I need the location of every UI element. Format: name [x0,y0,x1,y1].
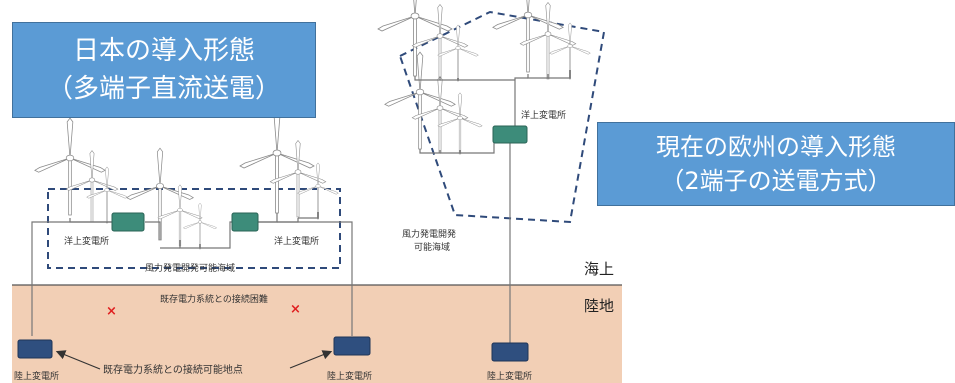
offshore-substation-icon [492,125,528,144]
callout-title: 日本の導入形態 [72,36,255,66]
wind-turbine-icon [437,24,479,82]
europe-configuration-callout: 現在の欧州の導入形態 （2端子の送電方式） [597,122,955,206]
onshore-substation-icon [17,339,53,359]
onshore-substation-label: 陸上変電所 [487,372,533,382]
japan-configuration-callout: 日本の導入形態 （多端子直流送電） [12,22,316,118]
cross-mark-icon: × [290,302,301,317]
callout-subtitle: （2端子の送電方式） [660,167,892,195]
cable-network-left [31,212,353,336]
land-label: 陸地 [584,297,615,315]
callout-title: 現在の欧州の導入形態 [656,133,896,161]
offshore-substation-label: 洋上変電所 [521,111,567,121]
offshore-substation-label: 洋上変電所 [274,237,320,247]
callout-subtitle: （多端子直流送電） [46,74,281,104]
onshore-substation-icon [333,336,371,356]
wind-area-label-line1: 風力発電開発 [402,230,457,240]
wind-turbine-icon [183,202,217,250]
onshore-substation-label: 陸上変電所 [327,372,373,382]
land-area [12,285,622,383]
offshore-substation-icon [111,212,145,232]
onshore-substation-icon [491,342,529,362]
arrow-icon [55,350,101,370]
cross-mark-icon: × [106,304,117,319]
wind-turbine-icon [239,110,315,214]
wind-area-boundary-right [398,10,606,224]
grid-possible-label: 既存電力系統との接続可能地点 [103,365,243,376]
wind-turbine-icon [34,117,106,216]
wind-area-label: 風力発電開発可能海域 [145,264,236,274]
wind-turbine-icon [65,150,119,223]
onshore-substation-label: 陸上変電所 [14,372,60,382]
grid-difficult-label: 既存電力系統との接続困難 [160,295,268,305]
arrow-icon [289,350,333,369]
sea-label: 海上 [584,260,615,278]
wind-area-boundary-left [47,188,341,269]
wind-area-label-line2: 可能海域 [414,243,451,253]
wind-turbine-icon [384,51,456,150]
offshore-substation-label: 洋上変電所 [64,237,110,247]
wind-turbine-icon [157,184,203,247]
offshore-substation-icon [231,212,259,232]
wind-turbine-icon [297,162,339,220]
